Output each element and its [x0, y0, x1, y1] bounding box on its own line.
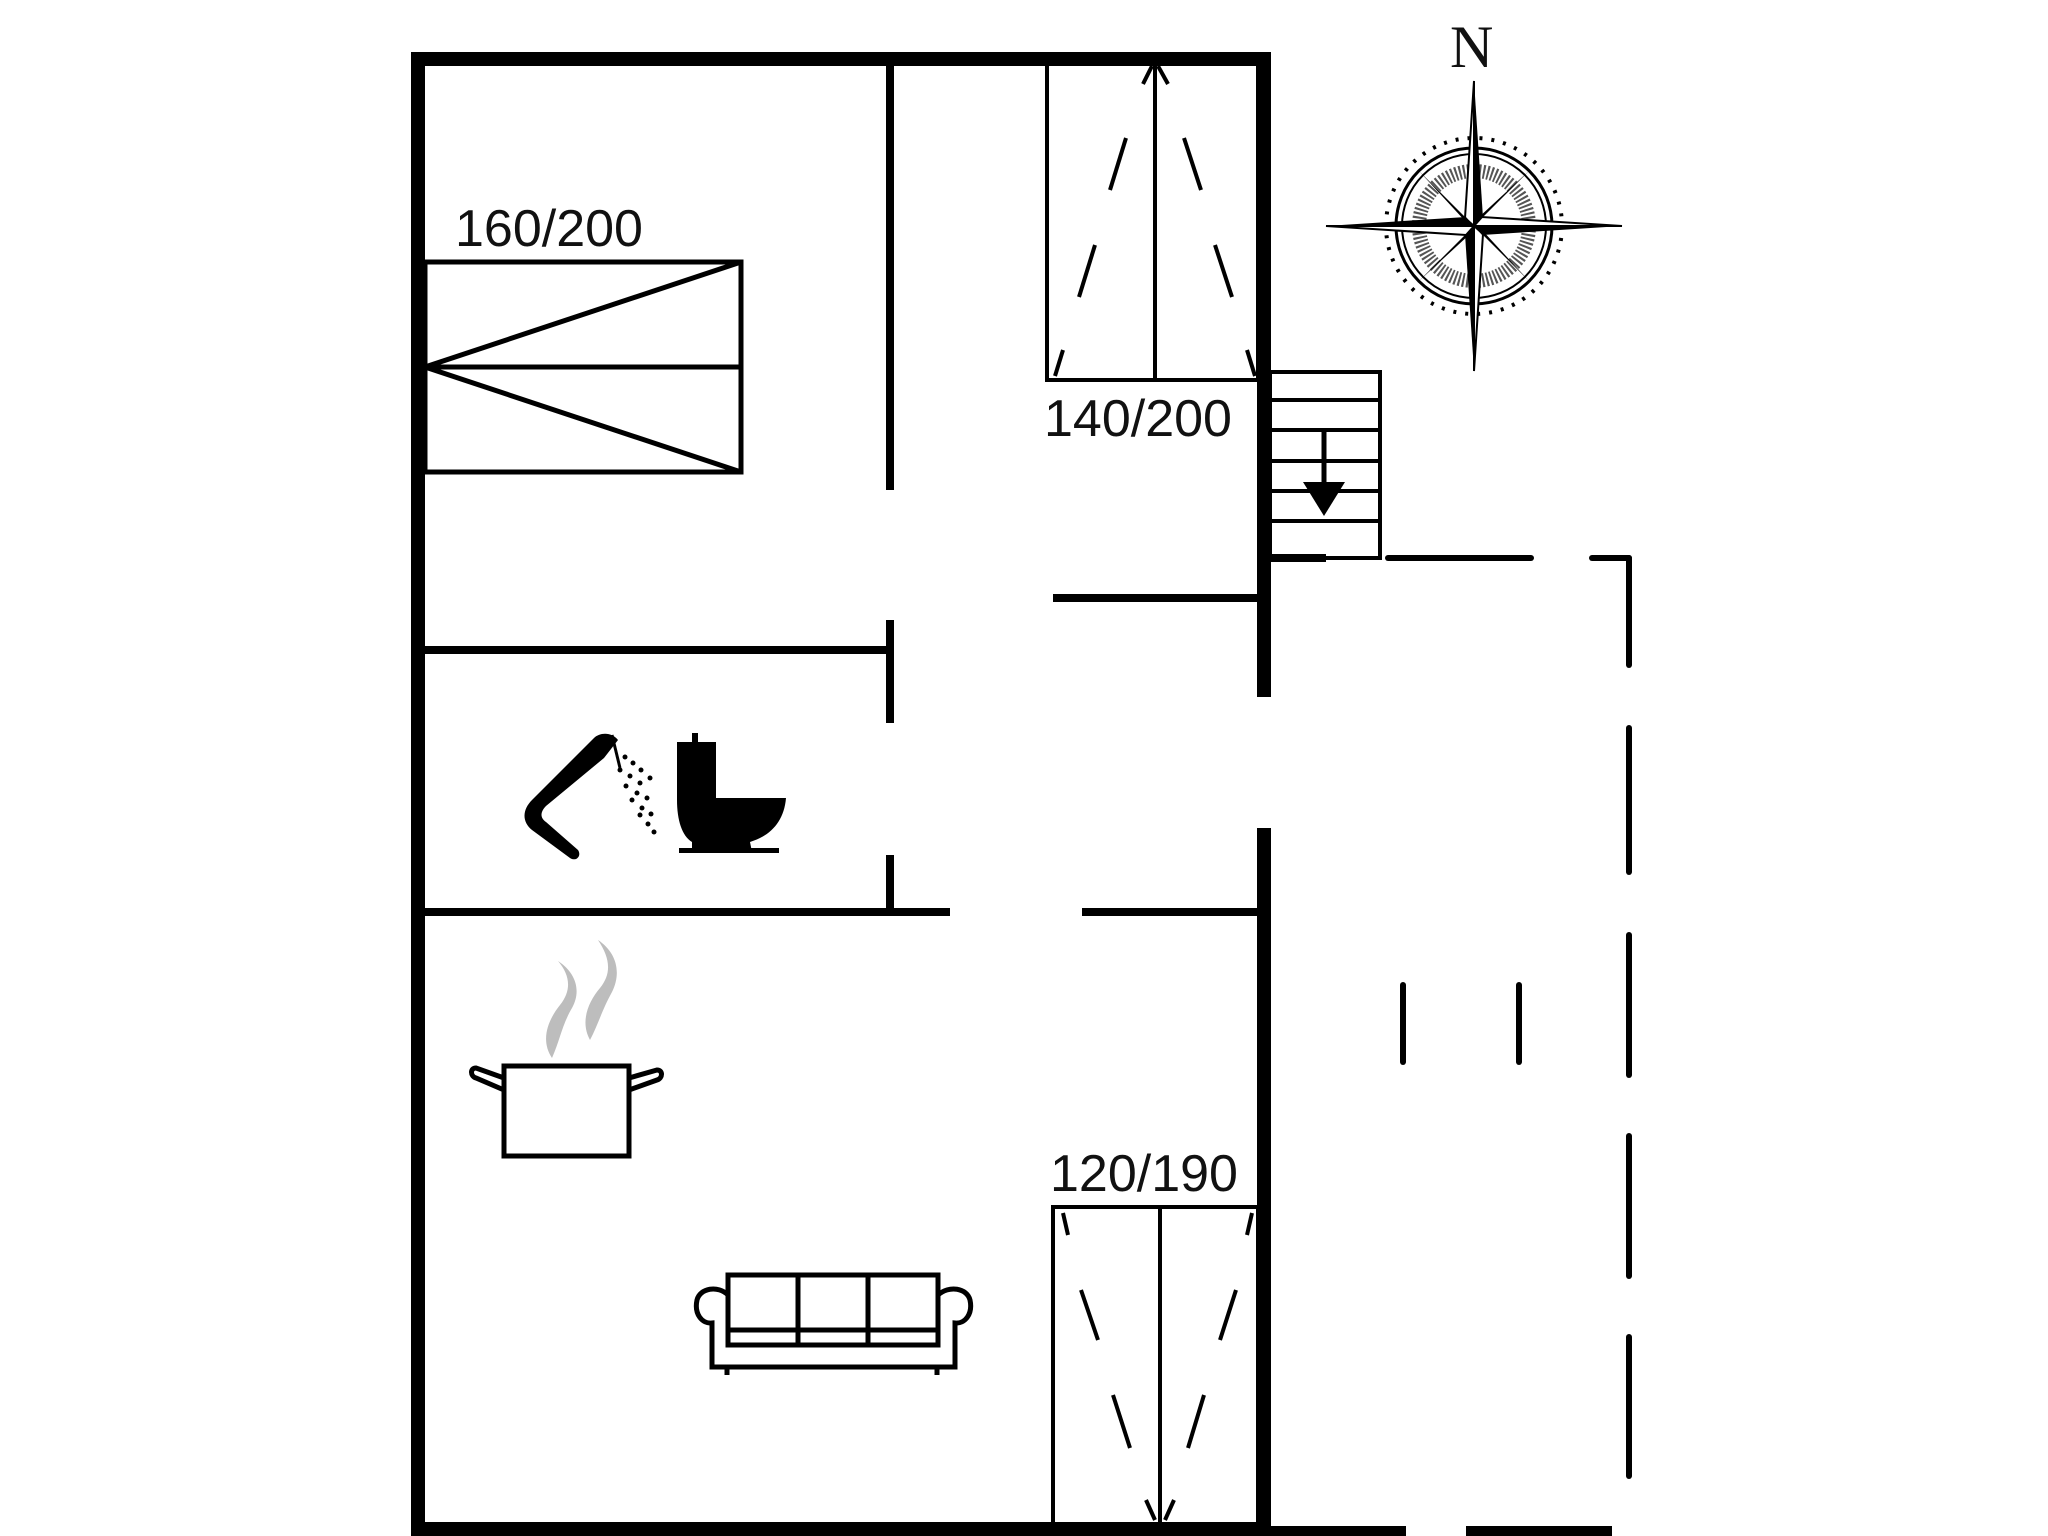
interior-walls [420, 60, 1263, 916]
compass-rose-icon [1325, 80, 1623, 372]
bed-label-160-200: 160/200 [455, 200, 643, 258]
terrace-outline [1264, 555, 1632, 1536]
cooking-pot-icon [469, 940, 664, 1159]
stairs-down-arrow-icon [1303, 428, 1345, 516]
compass-north-label: N [1450, 14, 1494, 80]
bed-label-140-200: 140/200 [1044, 390, 1232, 448]
stairs [1268, 370, 1382, 562]
shower-icon [524, 733, 657, 860]
bed-label-120-190: 120/190 [1050, 1145, 1238, 1203]
bed-140-200 [1045, 60, 1260, 382]
bed-160-200 [422, 259, 744, 475]
toilet-icon [677, 733, 786, 853]
sofa-icon [693, 1272, 974, 1375]
bed-120-190 [1051, 1205, 1260, 1526]
